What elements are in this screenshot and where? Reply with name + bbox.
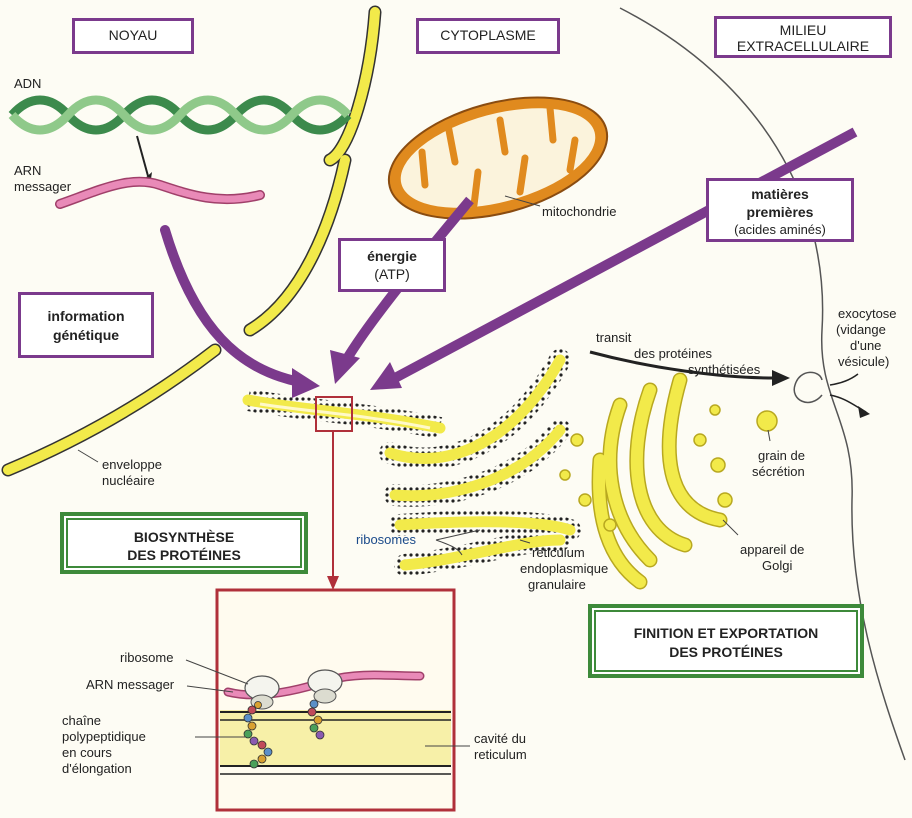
header-milieu-extracellulaire: MILIEU EXTRACELLULAIRE [714,16,892,58]
exocytose-label-1: exocytose [838,306,897,322]
enveloppe-label-2: nucléaire [102,473,155,489]
matieres-label: matières [709,185,851,203]
chaine-label-1: chaîne [62,713,101,729]
exocytose-label-2: (vidange [836,322,886,338]
transit-label-3: synthétisées [688,362,760,378]
rer-central [248,400,440,428]
premieres-label: premières [709,203,851,221]
arn-messager-label-1: ARN [14,163,41,179]
finition-line-2: DES PROTÉINES [592,643,860,662]
cavite-label-1: cavité du [474,731,526,747]
exocytosis-vesicle [794,372,822,402]
chaine-label-2: polypeptidique [62,729,146,745]
energie-box: énergie (ATP) [338,238,446,292]
grain-label-2: sécrétion [752,464,805,480]
mitochondrie-label: mitochondrie [542,204,616,220]
adn-label: ADN [14,76,41,92]
biosynthese-box: BIOSYNTHÈSE DES PROTÉINES [60,512,308,574]
exocytose-label-3: d'une [850,338,881,354]
enveloppe-label-1: enveloppe [102,457,162,473]
arn-messager-label-2: messager [14,179,71,195]
header-milieu-line-2: EXTRACELLULAIRE [717,38,889,54]
chaine-label-3: en cours [62,745,112,761]
finition-line-1: FINITION ET EXPORTATION [592,624,860,643]
biosynthese-line-1: BIOSYNTHÈSE [64,528,304,546]
ribosomes-label: ribosomes [356,532,416,548]
finition-box: FINITION ET EXPORTATION DES PROTÉINES [588,604,864,678]
transit-label-2: des protéines [634,346,712,362]
grain-label-1: grain de [758,448,805,464]
header-cytoplasme: CYTOPLASME [416,18,560,54]
chaine-label-4: d'élongation [62,761,132,777]
genetique-label: génétique [21,326,151,345]
cavite-label-2: reticulum [474,747,527,763]
arn-detail-label: ARN messager [86,677,174,693]
energie-label: énergie [341,247,443,265]
exocytose-label-4: vésicule) [838,354,889,370]
reticulum-label-2: endoplasmique [520,561,608,577]
dna-helix [12,100,348,130]
transit-label-1: transit [596,330,631,346]
acides-amines-label: (acides aminés) [709,221,851,239]
reticulum-label-3: granulaire [528,577,586,593]
ribosome-detail-label: ribosome [120,650,173,666]
matieres-premieres-box: matières premières (acides aminés) [706,178,854,242]
golgi-label-2: Golgi [762,558,792,574]
atp-label: (ATP) [341,265,443,283]
header-milieu-line-1: MILIEU [717,22,889,38]
rer-stacks [390,360,570,565]
golgi-apparatus [599,380,720,582]
information-genetique-box: information génétique [18,292,154,358]
header-noyau: NOYAU [72,18,194,54]
golgi-label-1: appareil de [740,542,804,558]
information-label: information [21,307,151,326]
reticulum-label-1: reticulum [532,545,585,561]
detail-inset [186,590,470,810]
biosynthese-line-2: DES PROTÉINES [64,546,304,564]
